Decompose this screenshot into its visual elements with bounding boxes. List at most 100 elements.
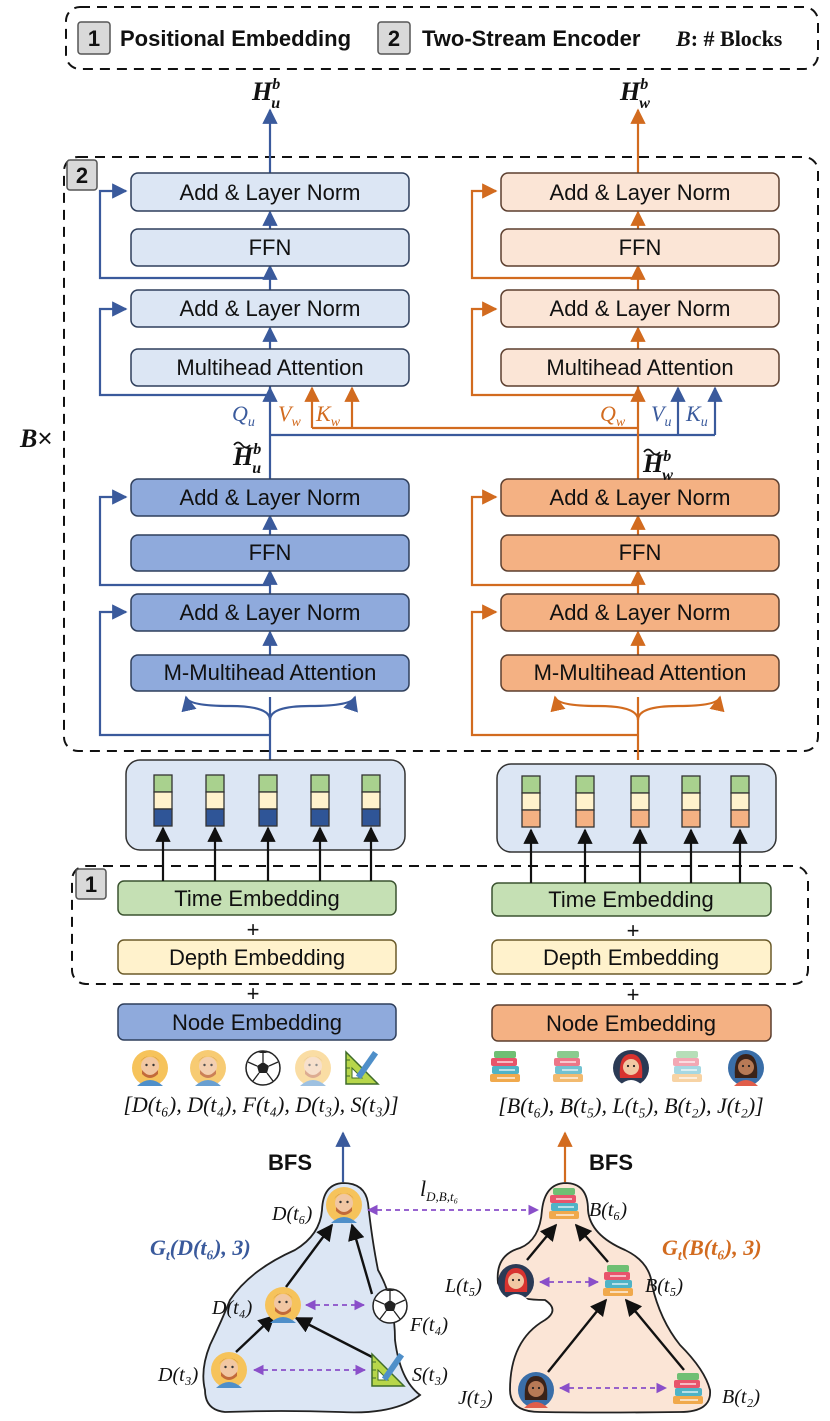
token-cell [258, 791, 278, 810]
output-h-user-sub: u [271, 95, 280, 112]
node-d4-icon [265, 1287, 301, 1323]
user-graph-g: G [150, 1235, 166, 1260]
user-add-norm-4: Add & Layer Norm [180, 180, 361, 205]
node-b2-icon [672, 1372, 704, 1405]
label-k-u: K [685, 401, 702, 426]
label-v-w-sub: w [291, 415, 301, 430]
item-ffn-top: FFN [619, 235, 662, 260]
token-cell [575, 809, 595, 828]
user-add-norm-3: Add & Layer Norm [180, 296, 361, 321]
item-sequence: [B(t₆), B(t₅), L(t₅), B(t₂), J(t₂)] [498, 1093, 764, 1118]
user-node-embedding: Node Embedding [172, 1010, 342, 1035]
legend-blocks-text: : # Blocks [691, 26, 783, 51]
woman-avatar-icon [613, 1050, 649, 1086]
node-d3-icon [211, 1352, 247, 1388]
user-ffn-top: FFN [249, 235, 292, 260]
label-k-w-sub: w [331, 415, 341, 430]
node-label-d6: D(t₆) [271, 1203, 313, 1225]
user-sequence-icons [132, 1050, 379, 1086]
user-add-norm-1: Add & Layer Norm [180, 600, 361, 625]
user-ffn-bottom: FFN [249, 540, 292, 565]
item-add-norm-4: Add & Layer Norm [550, 180, 731, 205]
user-plus-2: + [247, 981, 260, 1006]
label-ht-u: H [232, 442, 254, 471]
svg-text:Gt(B(t₆), 3): Gt(B(t₆), 3) [662, 1235, 762, 1264]
token-cell [521, 809, 541, 828]
token-cell [575, 792, 595, 811]
item-graph-g: G [662, 1235, 678, 1260]
man-avatar-icon [132, 1050, 168, 1086]
node-label-d3: D(t₃) [157, 1364, 199, 1386]
user-token-stack [153, 774, 381, 827]
ruler-icon [345, 1050, 379, 1085]
token-cell [521, 775, 541, 794]
token-cell [258, 808, 278, 827]
user-multihead-attention: Multihead Attention [176, 355, 363, 380]
positional-tag: 1 [85, 872, 97, 897]
token-cell [521, 792, 541, 811]
token-cell [258, 774, 278, 793]
item-sequence-icons [489, 1050, 764, 1086]
svg-text:lD,B,t₆: lD,B,t₆ [420, 1176, 458, 1204]
svg-text:B: # Blocks: B: # Blocks [675, 26, 783, 51]
token-cell [730, 809, 750, 828]
books-icon [489, 1050, 521, 1083]
token-cell [681, 775, 701, 794]
token-cell [153, 774, 173, 793]
svg-text:Ku: Ku [685, 401, 708, 430]
output-h-item: H [619, 77, 641, 106]
token-cell [630, 775, 650, 794]
item-graph-g-sub: t [678, 1249, 683, 1264]
token-cell [205, 808, 225, 827]
soccer-ball-icon [245, 1050, 281, 1086]
node-b5-icon [602, 1264, 634, 1297]
user-bfs-label: BFS [268, 1150, 312, 1175]
label-ht-w-sup: b [663, 448, 671, 465]
user-m-multihead-attention: M-Multihead Attention [164, 660, 377, 685]
item-depth-embedding: Depth Embedding [543, 945, 719, 970]
token-cell [630, 809, 650, 828]
svg-text:Hbu: Hbu [251, 76, 280, 112]
node-label-b2: B(t₂) [722, 1386, 760, 1408]
label-q-u-sub: u [248, 415, 255, 430]
label-ht-w: H [642, 449, 664, 478]
node-label-d4: D(t₄) [211, 1297, 253, 1319]
node-label-s3: S(t₃) [412, 1364, 448, 1386]
item-add-norm-3: Add & Layer Norm [550, 296, 731, 321]
user-plus-1: + [247, 917, 260, 942]
legend-num-2: 2 [388, 26, 400, 51]
svg-text:Kw: Kw [315, 401, 341, 430]
node-label-b5: B(t₅) [645, 1275, 683, 1297]
user-graph-g-sub: t [166, 1249, 171, 1264]
label-ht-u-sup: b [253, 441, 261, 458]
node-label-b6: B(t₆) [589, 1199, 627, 1221]
token-cell [730, 792, 750, 811]
node-d6-icon [326, 1187, 362, 1223]
books-icon [671, 1050, 703, 1083]
books-icon [552, 1050, 584, 1083]
output-h-item-sub: w [639, 95, 650, 112]
token-cell [361, 808, 381, 827]
label-ht-w-sub: w [662, 467, 673, 484]
item-graph-args: (B(t₆), 3) [682, 1235, 762, 1260]
node-label-l5: L(t₅) [444, 1275, 482, 1297]
label-ht-u-sub: u [252, 460, 261, 477]
item-plus-1: + [627, 918, 640, 943]
label-v-w: V [278, 401, 294, 426]
label-q-w: Q [600, 401, 616, 426]
svg-text:Hbw: Hbw [642, 448, 673, 484]
encoder-repeat-var: B [19, 424, 37, 453]
token-cell [681, 792, 701, 811]
edge-label-l: l [420, 1176, 426, 1201]
label-q-w-sub: w [616, 415, 626, 430]
item-node-embedding: Node Embedding [546, 1011, 716, 1036]
item-add-norm-2: Add & Layer Norm [550, 485, 731, 510]
user-time-embedding: Time Embedding [174, 886, 339, 911]
token-arrows [155, 826, 748, 883]
item-plus-2: + [627, 982, 640, 1007]
legend-blocks-var: B [675, 26, 691, 51]
token-cell [730, 775, 750, 794]
item-token-stack [521, 775, 750, 828]
token-cell [310, 791, 330, 810]
